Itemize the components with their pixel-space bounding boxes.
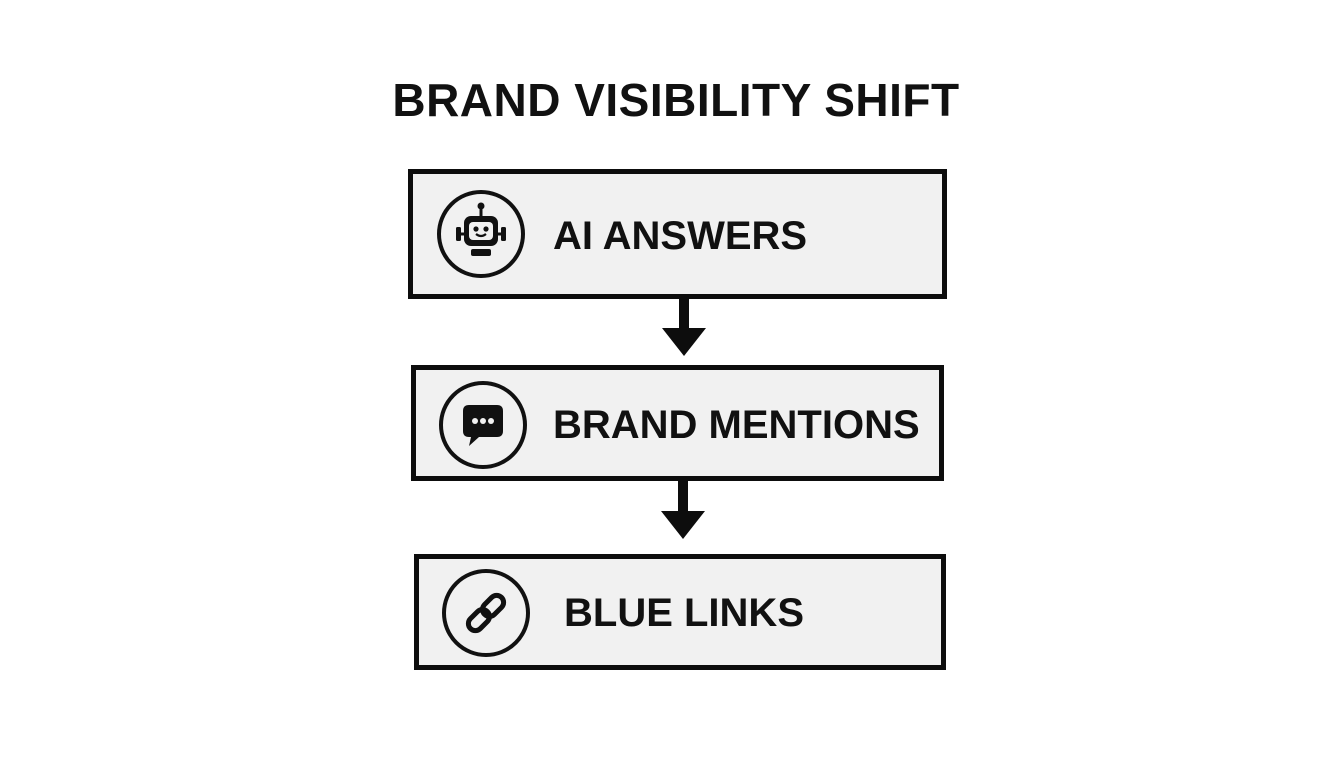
step-label: BRAND MENTIONS: [553, 403, 920, 447]
speech-bubble-icon: [439, 381, 527, 469]
arrow-down-icon: [662, 296, 706, 356]
step-label: AI ANSWERS: [553, 214, 808, 258]
step-box-ai-answers: AI ANSWERS: [408, 169, 947, 299]
diagram-title: BRAND VISIBILITY SHIFT: [392, 74, 960, 126]
link-icon: [442, 569, 530, 657]
arrow-down-icon: [661, 479, 705, 539]
step-box-blue-links: BLUE LINKS: [414, 554, 946, 670]
step-box-brand-mentions: BRAND MENTIONS: [411, 365, 944, 481]
step-label: BLUE LINKS: [564, 591, 804, 635]
robot-icon: [437, 190, 525, 278]
